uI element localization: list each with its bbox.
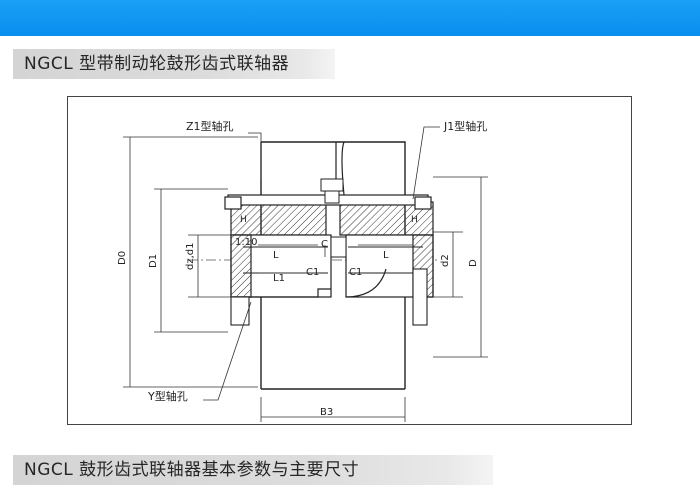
dim-h-right: H bbox=[411, 215, 418, 225]
dim-h-left: H bbox=[240, 215, 247, 225]
dim-c1-right: C1 bbox=[349, 267, 362, 278]
z1-bore-label: Z1型轴孔 bbox=[186, 119, 234, 133]
dim-d2: d2 bbox=[440, 254, 451, 267]
section-subtitle: NGCL 鼓形齿式联轴器基本参数与主要尺寸 bbox=[13, 455, 493, 485]
dim-dz-d1: dz,d1 bbox=[185, 243, 196, 271]
dim-l-lower: L1 bbox=[273, 273, 285, 284]
dim-d1: D1 bbox=[148, 254, 159, 268]
dim-d0: D0 bbox=[117, 251, 128, 265]
shafts bbox=[230, 246, 428, 326]
section-title: NGCL 型带制动轮鼓形齿式联轴器 bbox=[13, 49, 335, 79]
leader-lines bbox=[203, 126, 440, 401]
j1-bore-label: J1型轴孔 bbox=[443, 119, 487, 133]
dim-c: C bbox=[321, 239, 328, 250]
dim-l-upper-left: L bbox=[273, 250, 279, 261]
dim-l-upper-right: L bbox=[383, 250, 389, 261]
y-bore-label: Y型轴孔 bbox=[147, 389, 188, 403]
gear-teeth bbox=[320, 178, 347, 258]
dim-c1-left: C1 bbox=[306, 267, 319, 278]
coupling-drawing: Z1型轴孔 J1型轴孔 Y型轴孔 1:10 L L L1 C C1 C1 H H… bbox=[67, 96, 632, 425]
top-banner bbox=[0, 0, 700, 36]
taper-label: 1:10 bbox=[235, 237, 257, 248]
dim-b3: B3 bbox=[320, 407, 333, 418]
dim-big-d: D bbox=[468, 259, 479, 267]
dimension-lines bbox=[123, 136, 488, 422]
